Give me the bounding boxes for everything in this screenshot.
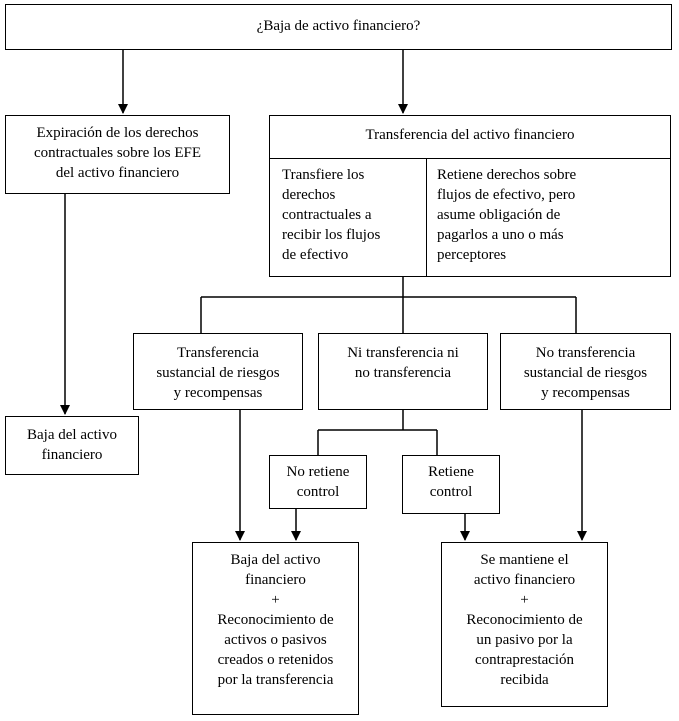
baja-activo-left-box: Baja del activo financiero: [5, 416, 139, 475]
transferencia-text: Transferencia del activo financiero: [365, 127, 575, 143]
root-question-box: ¿Baja de activo financiero?: [5, 4, 672, 50]
retiene-derechos-box: Retiene derechos sobre flujos de efectiv…: [426, 158, 671, 277]
ni-transferencia-box: Ni transferencia ni no transferencia: [318, 333, 488, 410]
no-transferencia-box: No transferencia sustancial de riesgos y…: [500, 333, 671, 410]
no-transferencia-text: No transferencia sustancial de riesgos y…: [523, 345, 648, 401]
retiene-control-text: Retiene control: [428, 464, 474, 500]
retiene-derechos-text: Retiene derechos sobre flujos de efectiv…: [437, 167, 577, 263]
ni-transferencia-text: Ni transferencia ni no transferencia: [347, 345, 459, 381]
root-question-text: ¿Baja de activo financiero?: [256, 18, 421, 34]
no-retiene-control-text: No retiene control: [286, 464, 350, 500]
transferencia-box: Transferencia del activo financiero: [269, 115, 671, 159]
expiracion-box: Expiración de los derechos contractuales…: [5, 115, 230, 194]
baja-reconocimiento-box: Baja del activo financiero + Reconocimie…: [192, 542, 359, 715]
se-mantiene-text: Se mantiene el activo financiero + Recon…: [466, 552, 583, 688]
baja-activo-left-text: Baja del activo financiero: [27, 427, 117, 463]
expiracion-text: Expiración de los derechos contractuales…: [33, 125, 202, 181]
transferencia-sustancial-box: Transferencia sustancial de riesgos y re…: [133, 333, 303, 410]
transfiere-derechos-text: Transfiere los derechos contractuales a …: [282, 167, 381, 263]
transferencia-sustancial-text: Transferencia sustancial de riesgos y re…: [156, 345, 280, 401]
retiene-control-box: Retiene control: [402, 455, 500, 514]
transfiere-derechos-box: Transfiere los derechos contractuales a …: [269, 158, 427, 277]
se-mantiene-box: Se mantiene el activo financiero + Recon…: [441, 542, 608, 707]
baja-reconocimiento-text: Baja del activo financiero + Reconocimie…: [217, 552, 334, 688]
no-retiene-control-box: No retiene control: [269, 455, 367, 509]
